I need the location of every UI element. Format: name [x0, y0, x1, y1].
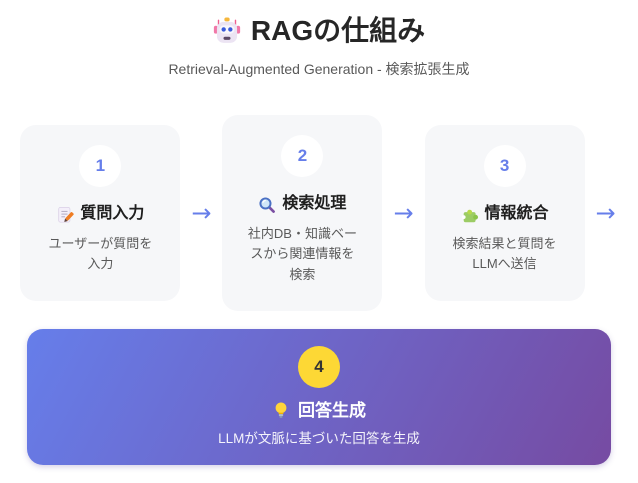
- page-title: RAGの仕組み: [0, 13, 638, 49]
- step-title: 検索処理: [234, 194, 370, 215]
- process-flow: 1 質問入力 ユーザーが質問を入力: [0, 115, 638, 311]
- step-number-badge: 3: [483, 145, 526, 188]
- step-description: ユーザーが質問を入力: [48, 236, 153, 272]
- step-card-search-process: 2 検索処理 社内DB・知識ベースから関連情報を検索: [222, 115, 383, 311]
- step-title-text: 検索処理: [282, 195, 347, 213]
- step-title: 情報統合: [437, 204, 573, 225]
- flow-arrow-icon: →: [393, 199, 414, 228]
- final-step-card: 4 回答生成 LLMが文脈に基づいた回答を生成: [27, 328, 611, 466]
- rag-diagram-page: RAGの仕組み Retrieval-Augmented Generation -…: [0, 13, 638, 483]
- flow-arrow-icon: →: [191, 199, 212, 228]
- page-title-text: RAGの仕組み: [250, 15, 426, 46]
- step-description: 検索結果と質問をLLMへ送信: [452, 236, 557, 272]
- bulb-icon: [272, 401, 290, 419]
- final-step-title: 回答生成: [47, 400, 591, 421]
- final-step-title-text: 回答生成: [298, 400, 366, 420]
- page-subtitle: Retrieval-Augmented Generation - 検索拡張生成: [168, 60, 470, 77]
- step-card-info-integration: 3 情報統合 検索結果と質問をLLMへ送信: [424, 125, 585, 301]
- final-step-number-badge: 4: [298, 345, 340, 388]
- step-title-text: 質問入力: [80, 205, 145, 223]
- step-card-question-input: 1 質問入力 ユーザーが質問を入力: [20, 125, 181, 301]
- final-step-description: LLMが文脈に基づいた回答を生成: [218, 430, 420, 446]
- step-title: 質問入力: [32, 204, 168, 225]
- memo-icon: [56, 206, 75, 224]
- step-number-badge: 2: [281, 135, 324, 178]
- flow-arrow-icon: →: [595, 199, 616, 228]
- step-number-badge: 1: [79, 145, 122, 188]
- robot-icon: [213, 17, 241, 45]
- step-description: 社内DB・知識ベースから関連情報を検索: [247, 226, 357, 282]
- puzzle-icon: [461, 206, 479, 224]
- step-title-text: 情報統合: [484, 205, 549, 223]
- search-icon: [258, 196, 276, 214]
